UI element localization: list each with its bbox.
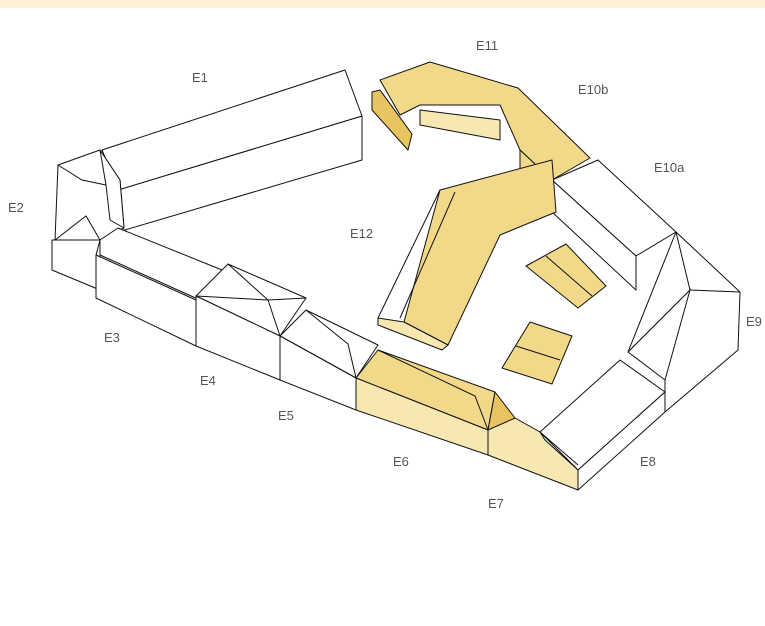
label-e10a: E10a [654, 160, 685, 175]
building-e7 [487, 417, 579, 491]
label-e7: E7 [488, 496, 504, 511]
label-e6: E6 [393, 454, 409, 469]
label-e11: E11 [476, 38, 498, 53]
label-e3: E3 [104, 330, 120, 345]
building-small-a [525, 243, 607, 309]
label-e1: E1 [192, 70, 208, 85]
building-e10a [551, 159, 677, 291]
label-e12: E12 [350, 226, 373, 241]
building-e1 [101, 69, 363, 233]
label-e8: E8 [640, 454, 656, 469]
label-e9: E9 [746, 314, 762, 329]
building-small-b [501, 321, 573, 385]
label-e5: E5 [278, 408, 294, 423]
top-band [0, 0, 765, 8]
label-e4: E4 [200, 373, 216, 388]
building-e12 [377, 159, 557, 351]
label-e10b: E10b [578, 82, 608, 97]
label-e2: E2 [8, 200, 24, 215]
building-e6 [355, 349, 516, 456]
building-e2 [51, 149, 125, 291]
building-e4 [195, 263, 307, 381]
